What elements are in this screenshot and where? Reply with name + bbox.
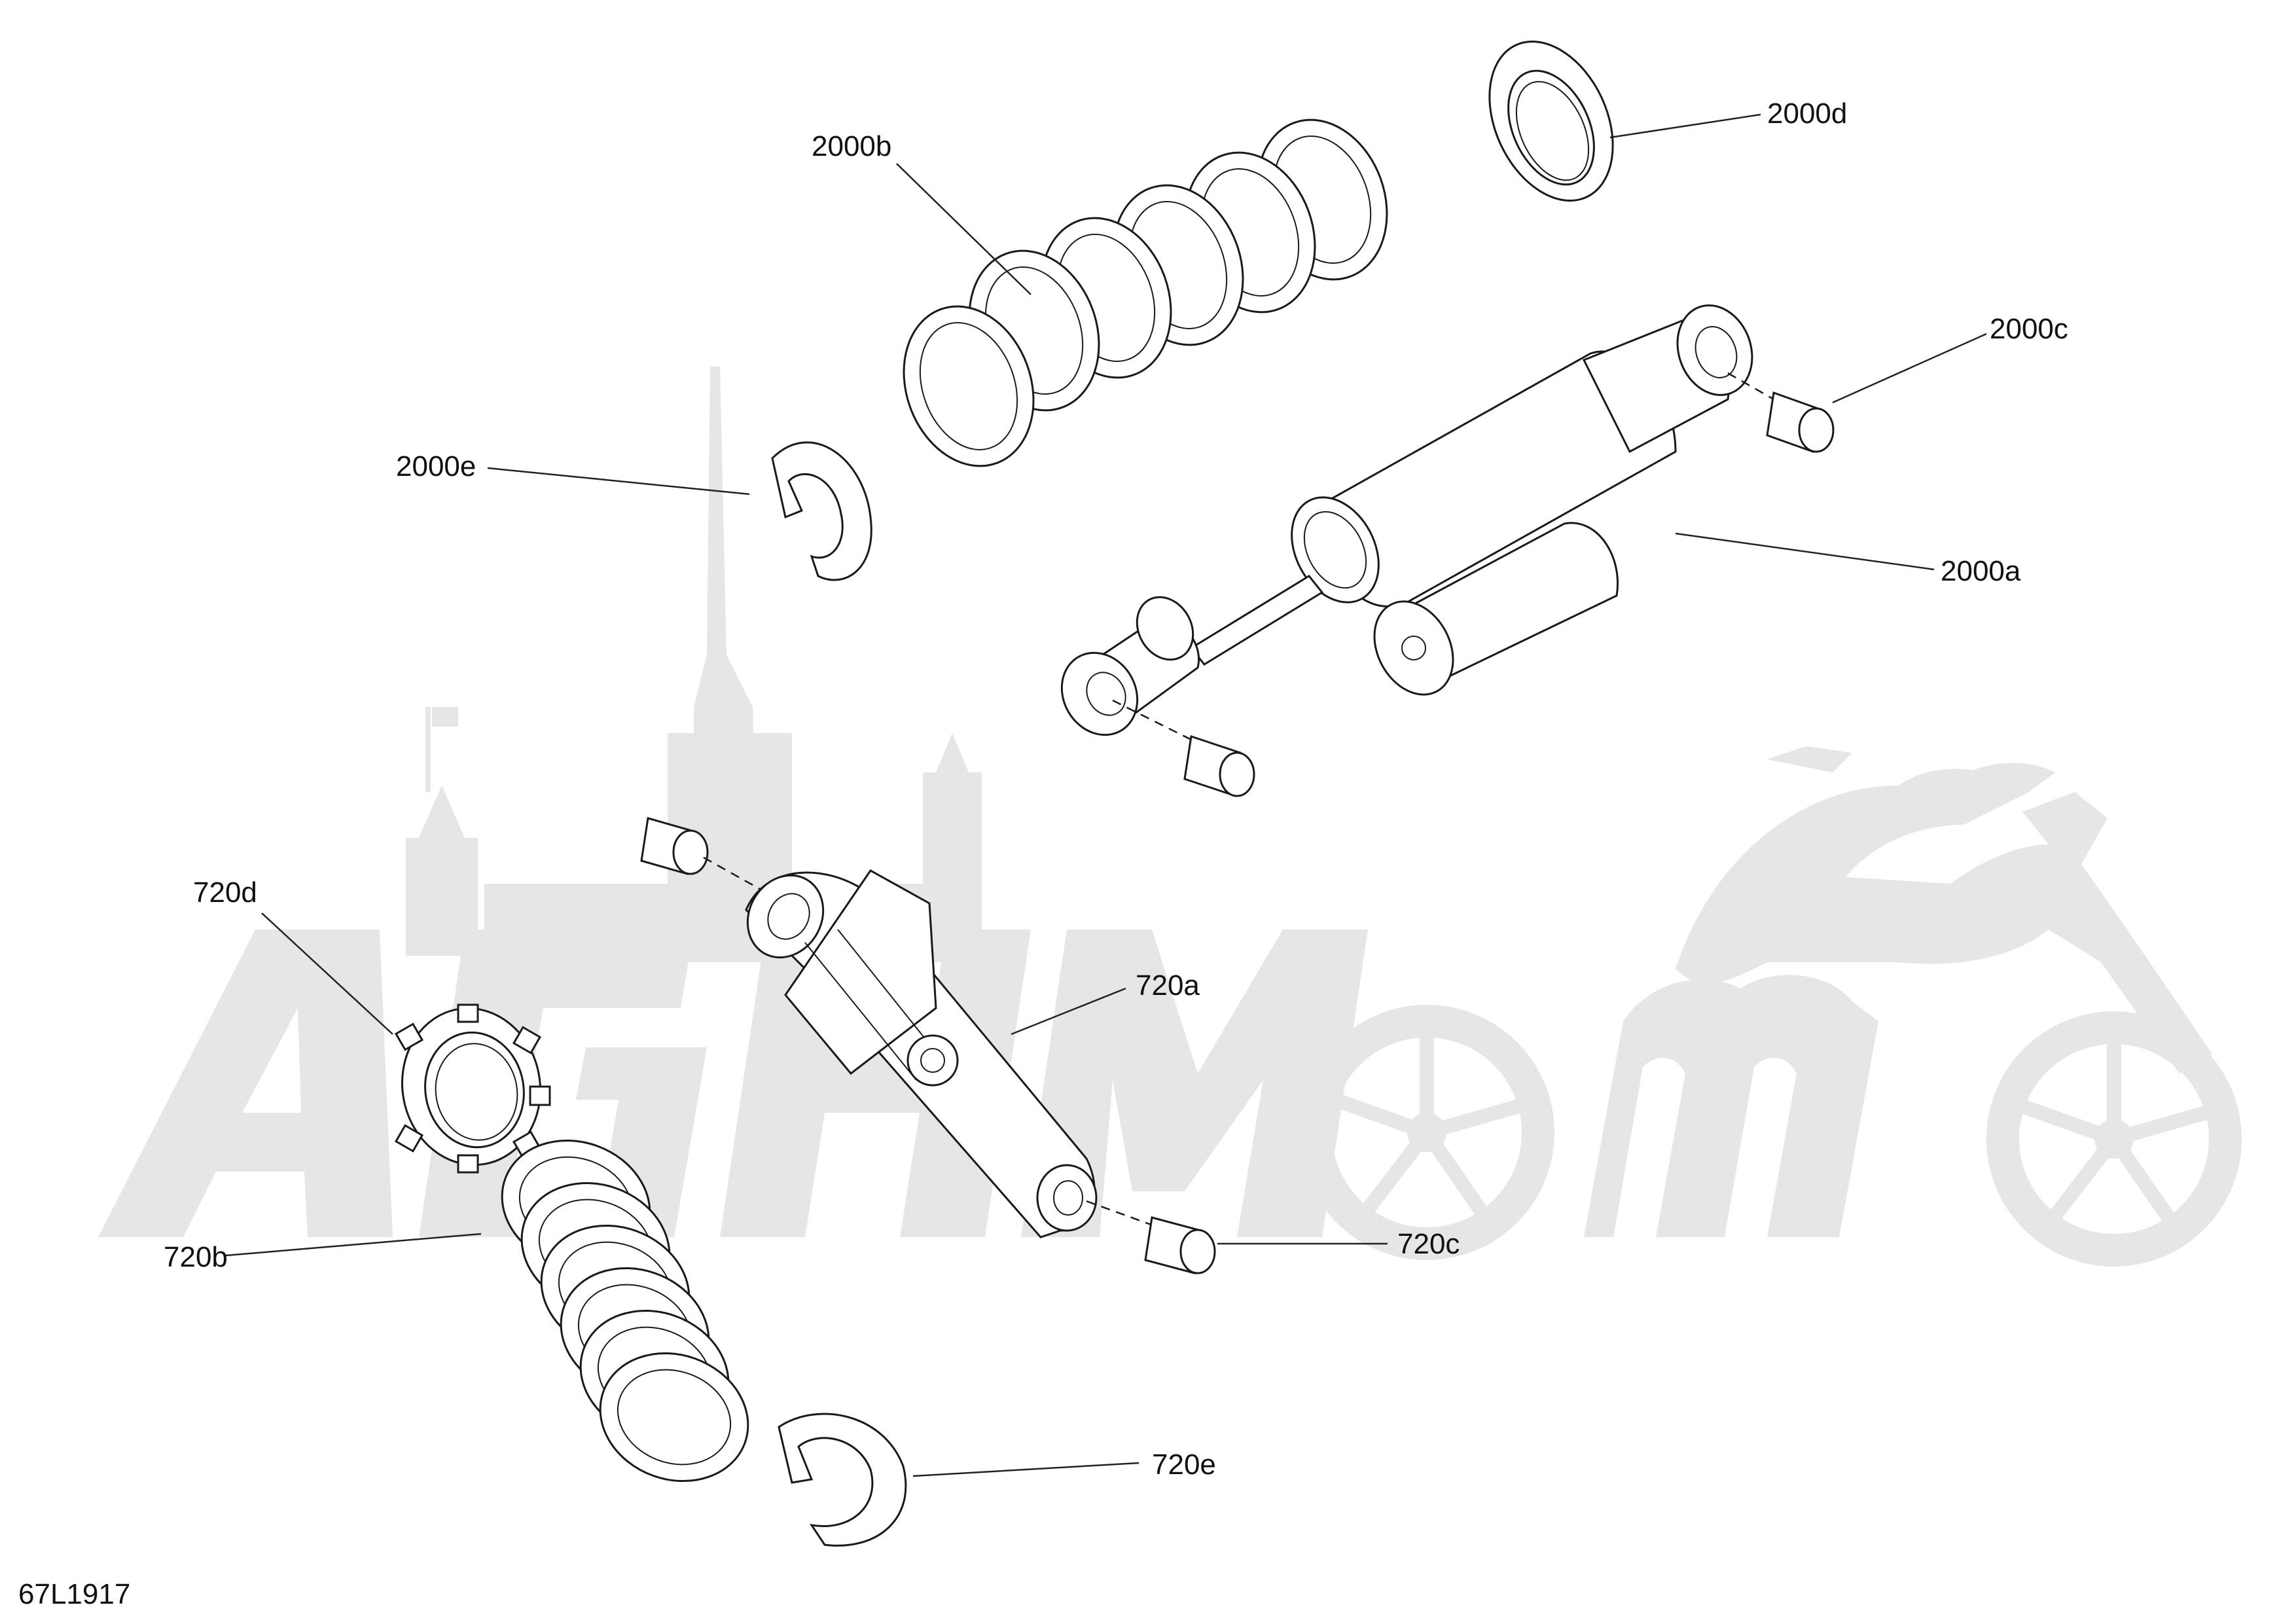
callout-2000a: 2000a [1941,555,2021,587]
callout-720d: 720d [193,876,257,909]
leader-2000e [487,467,750,496]
callout-2000d: 2000d [1767,98,1847,130]
axis-line-2000c-top [1727,372,1774,401]
part-2000d-ring [1488,41,1614,202]
leader-2000d [1609,113,1761,139]
part-720d-nut [394,1003,551,1174]
leader-720a [1011,987,1126,1036]
part-720a-shock [745,869,1098,1238]
callouts: 2000b 2000d 2000c 2000e 2000a 720d 720a … [164,98,2068,1481]
leader-720b [225,1233,482,1257]
part-720c-bushing-top [640,817,709,875]
leader-720e [912,1462,1139,1477]
callout-720c: 720c [1397,1228,1460,1260]
part-720e-spacer [778,1413,907,1547]
part-720b-spring [501,1139,749,1483]
callout-720e: 720e [1152,1449,1216,1481]
drawing-code: 67L1917 [18,1578,130,1610]
leader-lines [225,113,1987,1477]
part-720c-bushing-bottom [1144,1216,1216,1274]
leader-720d [261,912,393,1035]
part-2000a-shock [1060,304,1753,736]
callout-720a: 720a [1136,969,1200,1001]
leader-2000a [1675,532,1935,571]
part-2000c-bushing-top [1766,391,1835,454]
leader-2000c [1832,333,1987,404]
part-2000e-spacer [771,441,872,581]
leader-2000b [896,163,1031,295]
part-2000c-bushing-bottom [1183,735,1255,797]
part-2000b-spring [903,118,1388,467]
axis-line-720c-bottom [1086,1200,1159,1229]
callout-2000e: 2000e [396,450,476,482]
callout-720b: 720b [164,1241,228,1273]
callout-2000b: 2000b [812,130,891,162]
callout-2000c: 2000c [1990,313,2068,345]
